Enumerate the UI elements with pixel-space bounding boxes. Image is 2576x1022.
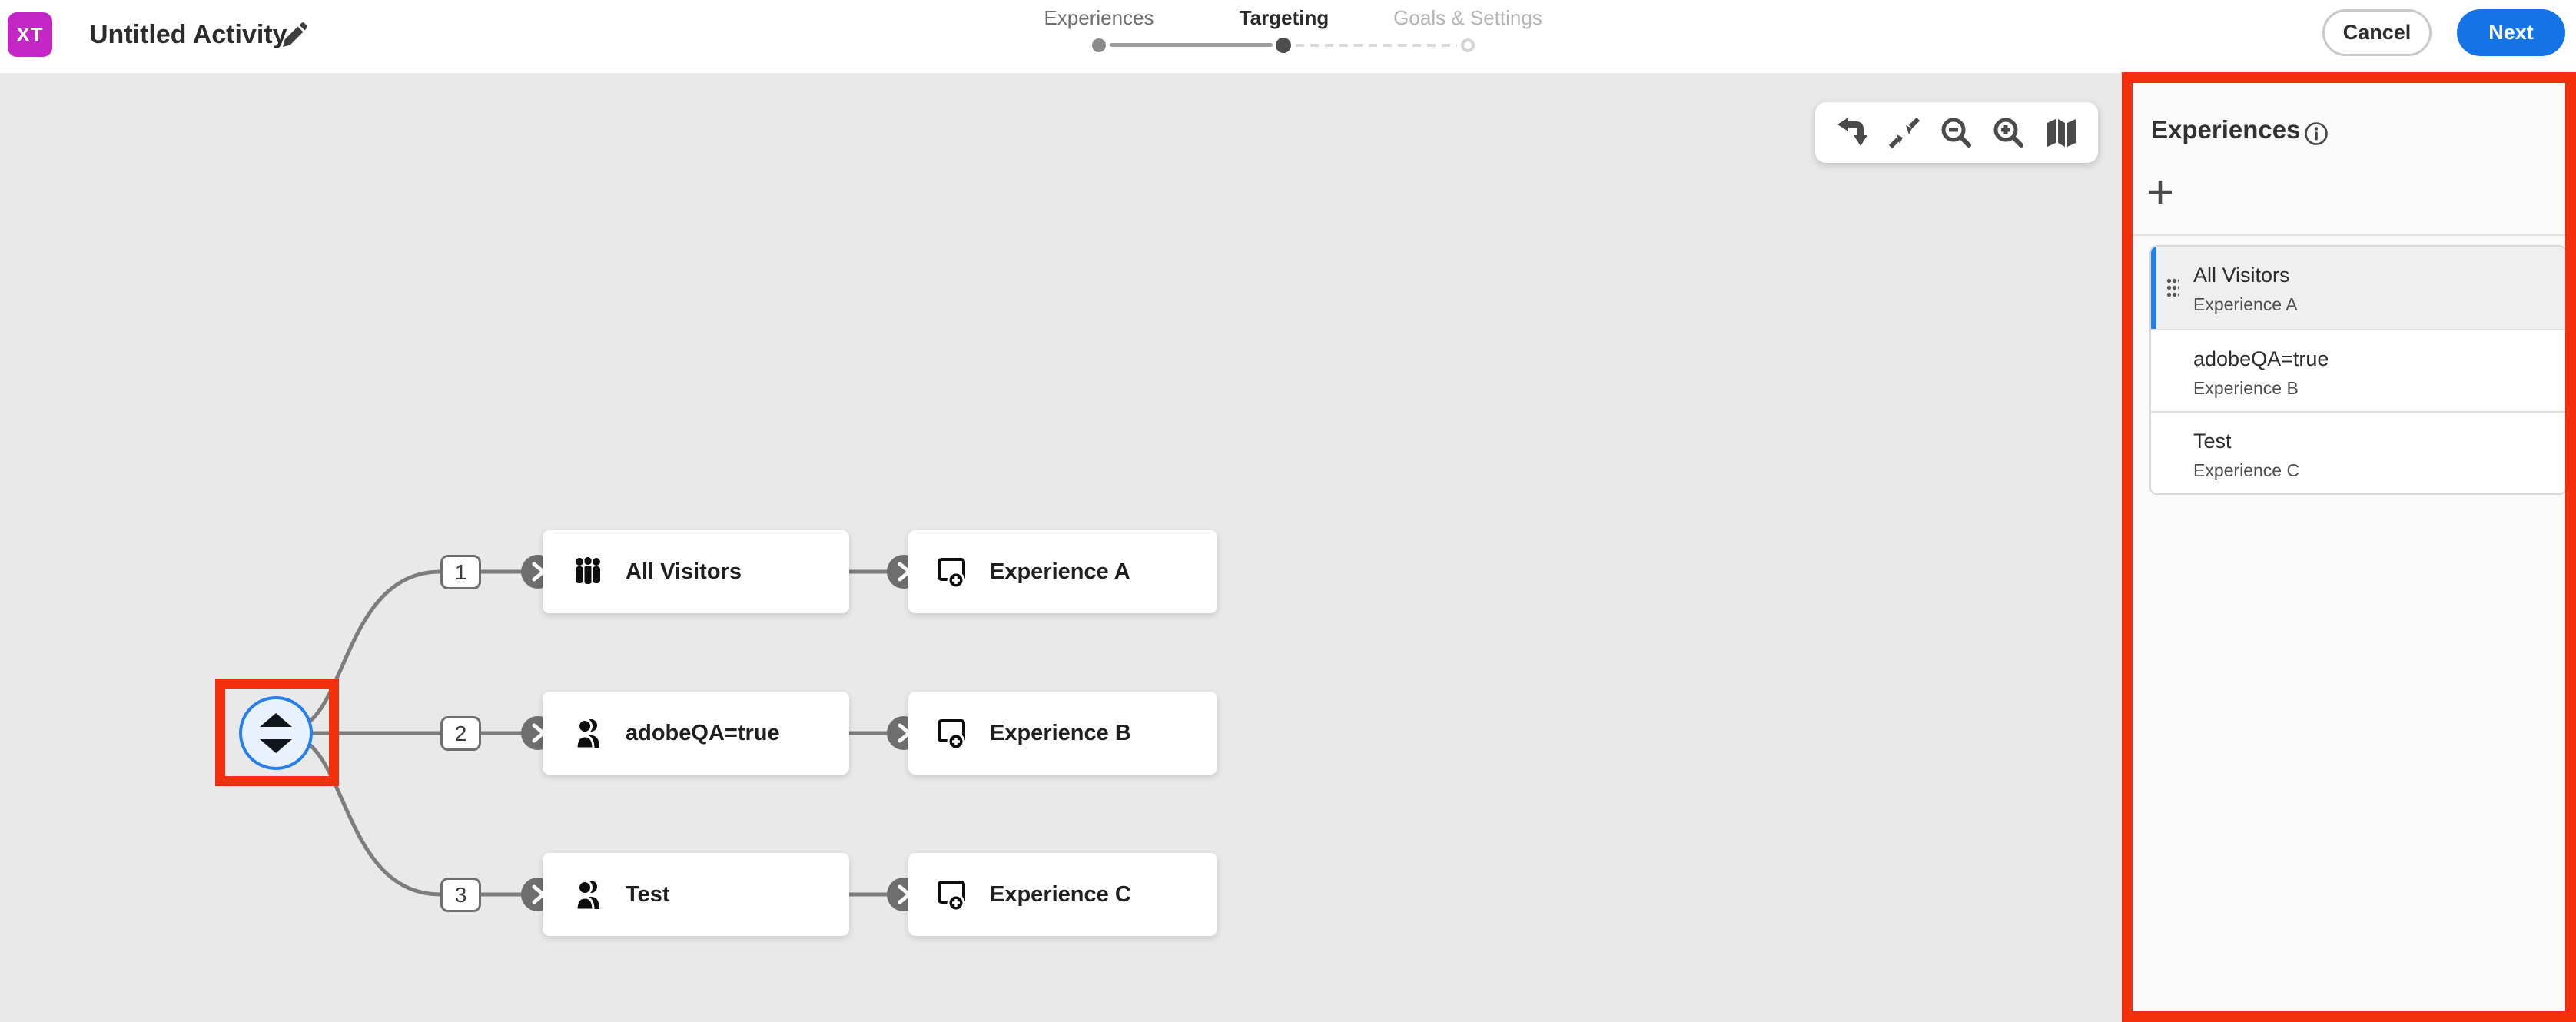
diagram-wires: [239, 555, 921, 911]
cancel-button[interactable]: Cancel: [2322, 9, 2432, 56]
collapse-view-button[interactable]: [1886, 114, 1923, 151]
experiences-panel: Experiences All Visitors: [2133, 83, 2568, 1011]
step-experiences[interactable]: Experiences: [1044, 6, 1154, 29]
page-title: Untitled Activity: [89, 20, 287, 49]
experience-list-item-all-visitors[interactable]: All Visitors Experience A: [2151, 247, 2565, 329]
zoom-out-button[interactable]: [1938, 114, 1975, 151]
experience-card-a[interactable]: Experience A: [908, 530, 1217, 613]
drag-handle-icon[interactable]: [2166, 277, 2179, 299]
add-experience-icon: [936, 716, 970, 750]
undo-arrow-icon: [1834, 115, 1870, 151]
panel-title: Experiences: [2151, 115, 2301, 144]
add-experience-icon: [936, 878, 970, 911]
pencil-icon: [278, 21, 314, 51]
activity-type-badge: XT: [8, 12, 52, 57]
experience-item-name: Experience C: [2193, 460, 2300, 480]
stepper-line-completed: [1110, 43, 1273, 47]
branch-label-2: 2: [440, 716, 481, 751]
step-targeting[interactable]: Targeting: [1239, 6, 1329, 29]
plus-icon: [2146, 178, 2183, 206]
map-icon: [2043, 116, 2079, 150]
panel-divider: [2133, 234, 2568, 236]
experience-card-label: Experience B: [990, 720, 1131, 745]
stepper-line-upcoming: [1296, 44, 1457, 47]
undo-arrow-button[interactable]: [1834, 114, 1871, 151]
people-icon: [570, 715, 606, 751]
add-experience-button[interactable]: [2146, 174, 2183, 211]
map-overview-button[interactable]: [2043, 114, 2080, 151]
experience-list-item-test[interactable]: Test Experience C: [2151, 411, 2565, 493]
experience-item-name: Experience B: [2193, 378, 2299, 398]
stepper-dot-experiences: [1092, 38, 1106, 52]
experience-card-label: Experience C: [990, 881, 1131, 907]
zoom-out-icon: [1940, 116, 1973, 150]
audience-card-all-visitors[interactable]: All Visitors: [543, 530, 849, 613]
experience-item-audience: Test: [2193, 430, 2232, 453]
next-button[interactable]: Next: [2457, 9, 2565, 56]
audience-card-label: All Visitors: [626, 559, 742, 584]
info-icon: [2303, 121, 2334, 147]
experience-card-b[interactable]: Experience B: [908, 692, 1217, 775]
branch-label-3: 3: [440, 878, 481, 912]
stepper-dot-goals: [1461, 38, 1475, 52]
people-icon: [570, 877, 606, 912]
edit-title-button[interactable]: [278, 18, 314, 54]
zoom-in-button[interactable]: [1990, 114, 2027, 151]
step-goals-settings[interactable]: Goals & Settings: [1393, 6, 1542, 29]
experience-item-audience: adobeQA=true: [2193, 347, 2329, 370]
experience-card-c[interactable]: Experience C: [908, 853, 1217, 936]
audience-card-label: adobeQA=true: [626, 720, 780, 745]
audience-card-adobeqa[interactable]: adobeQA=true: [543, 692, 849, 775]
experience-item-audience: All Visitors: [2193, 264, 2290, 287]
branch-label-1: 1: [440, 555, 481, 589]
top-bar: XT Untitled Activity Experiences Targeti…: [0, 0, 2576, 73]
root-node[interactable]: [239, 696, 313, 770]
add-experience-icon: [936, 555, 970, 589]
experience-list-item-adobeqa[interactable]: adobeQA=true Experience B: [2151, 329, 2565, 411]
experience-list: All Visitors Experience A adobeQA=true E…: [2149, 245, 2567, 495]
audience-card-label: Test: [626, 881, 670, 907]
collapse-icon: [1887, 116, 1921, 150]
experience-item-name: Experience A: [2193, 294, 2298, 314]
info-button[interactable]: [2303, 118, 2334, 149]
people-group-icon: [570, 554, 606, 589]
zoom-in-icon: [1992, 116, 2026, 150]
stepper-dot-targeting: [1276, 38, 1291, 53]
split-icon: [260, 713, 292, 753]
experience-card-label: Experience A: [990, 559, 1130, 584]
audience-card-test[interactable]: Test: [543, 853, 849, 936]
diagram-toolbar: [1815, 102, 2098, 163]
